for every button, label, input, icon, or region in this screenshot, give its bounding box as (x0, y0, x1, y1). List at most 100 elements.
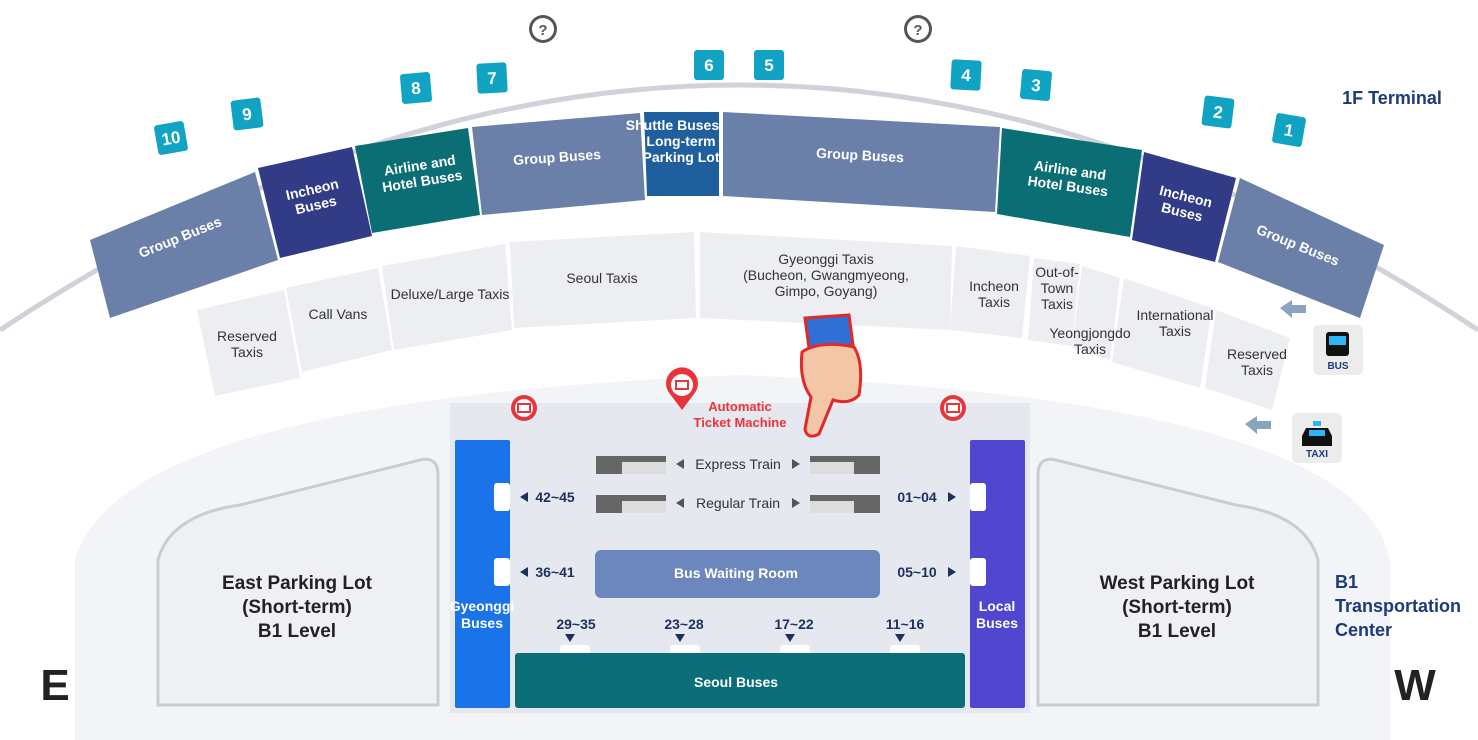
taxi-bay[interactable] (950, 246, 1030, 338)
taxi-bay[interactable] (1072, 266, 1120, 360)
taxi-legend: TAXI (1292, 413, 1342, 463)
arrow-icon (1245, 416, 1271, 434)
svg-text:Transportation: Transportation (1335, 596, 1461, 616)
taxi-bay-label: Taxis (1074, 341, 1106, 357)
arrow-icon (1280, 300, 1306, 318)
east-lot-level: B1 Level (258, 621, 336, 642)
bay-range: 11~16 (886, 616, 925, 632)
taxi-bay-label: International (1136, 307, 1213, 323)
ticket-machine-label: Ticket Machine (694, 415, 787, 430)
gate-badge: 8 (399, 71, 433, 105)
taxi-bay[interactable] (197, 290, 300, 396)
gate-badge: 6 (694, 50, 724, 80)
taxi-legend-label: TAXI (1306, 449, 1328, 460)
bus-bay[interactable]: Group Buses (723, 112, 1000, 212)
gate-number: 10 (160, 127, 182, 149)
taxi-bay-label: Taxis (1241, 362, 1273, 378)
east-parking-lot (156, 457, 440, 707)
east-lot-type: (Short-term) (242, 597, 352, 618)
gate-badge: 5 (754, 50, 784, 80)
ticket-machine-icon[interactable] (511, 395, 537, 421)
taxi-bay-label: Out-of- (1035, 264, 1079, 280)
bus-bay[interactable]: Group Buses (472, 113, 645, 215)
bus-icon (1326, 332, 1349, 356)
gate-badge: 4 (950, 59, 982, 91)
taxi-bay-label: Incheon (969, 278, 1019, 294)
taxi-bay-label: Gyeonggi Taxis (778, 251, 873, 267)
regular-train (596, 495, 880, 513)
taxi-bay-label: Deluxe/Large Taxis (391, 286, 510, 302)
ticket-machine-pin-icon[interactable] (665, 367, 698, 410)
east-lot-name: East Parking Lot (222, 573, 373, 594)
taxi-bay-label: Reserved (217, 328, 277, 344)
svg-text:?: ? (913, 22, 922, 39)
taxi-bay[interactable] (286, 268, 392, 372)
gate-badge: 9 (230, 97, 264, 131)
taxi-bay-label: Seoul Taxis (566, 270, 637, 286)
taxi-bay-label: Taxis (231, 344, 263, 360)
taxi-bay[interactable] (510, 232, 696, 328)
direction-arrows (520, 492, 956, 642)
bay-range: 36~41 (535, 564, 575, 580)
local-label: Buses (976, 615, 1018, 631)
svg-text:B1: B1 (1335, 572, 1358, 592)
gate-number: 4 (961, 66, 972, 85)
compass-west: W (1394, 661, 1436, 710)
ticket-machine-icon[interactable] (940, 395, 966, 421)
bus-bay-label: Long-term (646, 133, 715, 149)
gate-badge: 10 (154, 121, 188, 155)
gyeonggi-label: Gyeonggi (450, 598, 515, 614)
taxi-bay[interactable] (700, 232, 952, 330)
taxi-bay-label: Reserved (1227, 346, 1287, 362)
west-parking-lot (1036, 457, 1320, 707)
bay-range: 05~10 (897, 564, 937, 580)
taxi-bay-label: Town (1041, 280, 1074, 296)
gate-number: 1 (1283, 120, 1296, 140)
gate-badge: 2 (1201, 95, 1235, 129)
bay-range: 29~35 (556, 616, 596, 632)
taxi-bay[interactable] (1205, 310, 1290, 410)
seoul-buses-label: Seoul Buses (694, 674, 778, 690)
help-icon[interactable]: ? (904, 15, 932, 43)
bus-legend: BUS (1313, 325, 1363, 375)
ticket-machine-label: Automatic (708, 399, 772, 414)
bay-range: 42~45 (535, 489, 575, 505)
bay-range: 17~22 (774, 616, 814, 632)
taxi-bay[interactable] (1112, 278, 1212, 388)
gate-number: 9 (241, 104, 253, 124)
gate-badge: 7 (476, 62, 508, 94)
bus-bay[interactable]: Group Buses (90, 172, 278, 318)
west-lot-type: (Short-term) (1122, 597, 1232, 618)
gate-number: 8 (410, 79, 421, 99)
svg-text:?: ? (538, 22, 547, 39)
pointing-hand-icon (799, 313, 863, 438)
taxi-icon (1302, 421, 1332, 446)
taxi-bay-label: Call Vans (309, 306, 368, 322)
taxi-bay[interactable] (1028, 258, 1080, 346)
help-icon[interactable]: ? (529, 15, 557, 43)
taxi-bay-label: (Bucheon, Gwangmyeong, (743, 267, 909, 283)
taxi-bay[interactable] (382, 244, 512, 350)
gate-badge: 1 (1272, 113, 1306, 147)
floor-label: 1F Terminal (1342, 88, 1442, 108)
compass-east: E (40, 661, 69, 710)
gate-number: 7 (487, 69, 497, 88)
taxi-bay-label: Yeongjongdo (1049, 325, 1130, 341)
express-train (596, 456, 880, 474)
bus-bay-label: Group Buses (513, 146, 602, 168)
bus-waiting-room[interactable] (595, 550, 880, 598)
taxi-bay-label: Taxis (1159, 323, 1191, 339)
taxi-bay-label: Taxis (978, 294, 1010, 310)
west-lot-level: B1 Level (1138, 621, 1216, 642)
bus-bay[interactable]: Group Buses (1218, 178, 1384, 318)
express-train-label: Express Train (695, 456, 781, 472)
svg-text:Center: Center (1335, 620, 1392, 640)
gyeonggi-label: Buses (461, 615, 503, 631)
local-label: Local (979, 598, 1016, 614)
